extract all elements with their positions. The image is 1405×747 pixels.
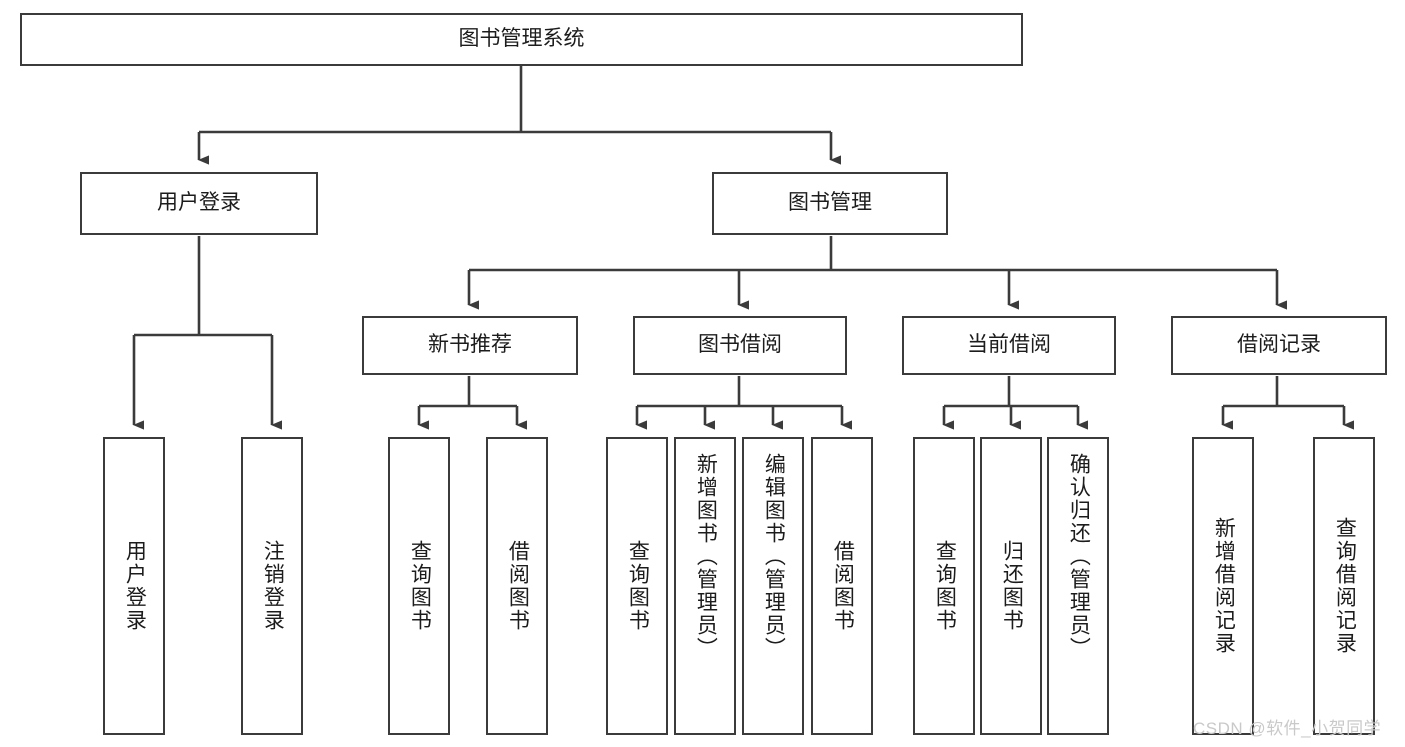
node-new-book-recommend[interactable]: 新书推荐 <box>362 316 578 375</box>
leaf-current-borrow-1[interactable]: 查询图书 <box>913 437 975 735</box>
leaf-recommend-1-label: 查询图书 <box>408 540 432 632</box>
leaf-book-borrow-2-label: 新增图书（管理员） <box>694 453 718 660</box>
leaf-current-borrow-2-label: 归还图书 <box>1000 540 1024 632</box>
leaf-borrow-record-2-label: 查询借阅记录 <box>1333 517 1357 655</box>
leaf-current-borrow-3[interactable]: 确认归还（管理员） <box>1047 437 1109 735</box>
watermark-text: CSDN @软件_小贺同学 <box>1193 719 1382 738</box>
leaf-book-borrow-2[interactable]: 新增图书（管理员） <box>674 437 736 735</box>
leaf-recommend-1[interactable]: 查询图书 <box>388 437 450 735</box>
node-user-login-label: 用户登录 <box>157 191 241 215</box>
leaf-book-borrow-1-label: 查询图书 <box>626 540 650 632</box>
node-current-borrow[interactable]: 当前借阅 <box>902 316 1116 375</box>
node-new-book-recommend-label: 新书推荐 <box>428 333 512 357</box>
node-borrow-record[interactable]: 借阅记录 <box>1171 316 1387 375</box>
node-root-label: 图书管理系统 <box>458 27 585 51</box>
leaf-recommend-2-label: 借阅图书 <box>506 540 530 632</box>
leaf-user-login-2-label: 注销登录 <box>261 540 285 632</box>
leaf-borrow-record-1-label: 新增借阅记录 <box>1212 517 1236 655</box>
leaf-current-borrow-2[interactable]: 归还图书 <box>980 437 1042 735</box>
leaf-current-borrow-1-label: 查询图书 <box>933 540 957 632</box>
leaf-book-borrow-4-label: 借阅图书 <box>831 540 855 632</box>
leaf-current-borrow-3-label: 确认归还（管理员） <box>1067 453 1091 660</box>
leaf-user-login-2[interactable]: 注销登录 <box>241 437 303 735</box>
node-borrow-record-label: 借阅记录 <box>1237 333 1321 357</box>
leaf-book-borrow-3[interactable]: 编辑图书（管理员） <box>742 437 804 735</box>
node-book-management-label: 图书管理 <box>788 191 872 215</box>
leaf-user-login-1-label: 用户登录 <box>123 540 147 632</box>
node-current-borrow-label: 当前借阅 <box>967 333 1051 357</box>
leaf-borrow-record-2[interactable]: 查询借阅记录 <box>1313 437 1375 735</box>
node-root[interactable]: 图书管理系统 <box>20 13 1023 66</box>
node-book-management[interactable]: 图书管理 <box>712 172 948 235</box>
leaf-book-borrow-4[interactable]: 借阅图书 <box>811 437 873 735</box>
leaf-book-borrow-3-label: 编辑图书（管理员） <box>762 453 786 660</box>
leaf-borrow-record-1[interactable]: 新增借阅记录 <box>1192 437 1254 735</box>
leaf-book-borrow-1[interactable]: 查询图书 <box>606 437 668 735</box>
node-book-borrow[interactable]: 图书借阅 <box>633 316 847 375</box>
node-user-login[interactable]: 用户登录 <box>80 172 318 235</box>
leaf-user-login-1[interactable]: 用户登录 <box>103 437 165 735</box>
leaf-recommend-2[interactable]: 借阅图书 <box>486 437 548 735</box>
node-book-borrow-label: 图书借阅 <box>698 333 782 357</box>
